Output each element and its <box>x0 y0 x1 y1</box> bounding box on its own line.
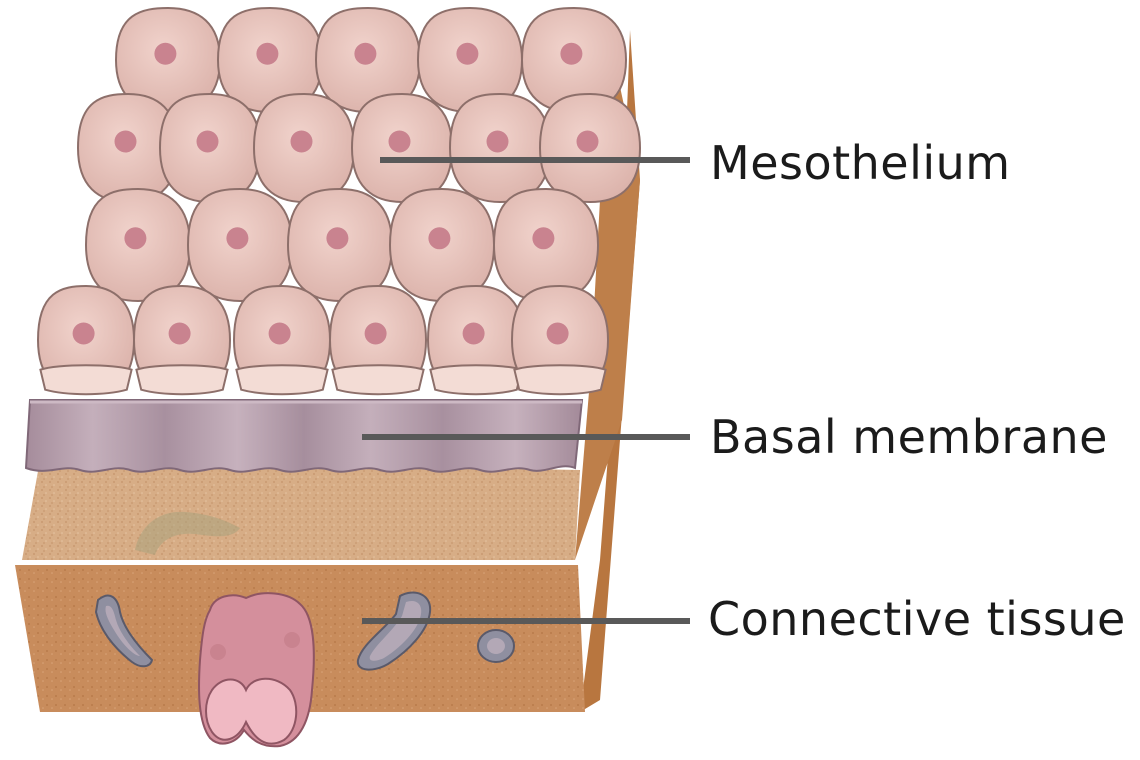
cell-nucleus <box>256 43 278 65</box>
cell-nucleus <box>73 323 95 345</box>
cell-nucleus <box>124 227 146 249</box>
mesothelial-cell <box>428 286 524 394</box>
cell-nucleus <box>456 43 478 65</box>
cell-nucleus <box>226 227 248 249</box>
mesothelial-cell <box>330 286 426 394</box>
mesothelial-cell <box>188 189 292 301</box>
mesothelial-cell <box>86 189 190 301</box>
lymphatic-duct <box>199 593 314 746</box>
cell-nucleus <box>389 131 411 153</box>
cell-nucleus <box>547 323 569 345</box>
cell-nucleus <box>560 43 582 65</box>
mesothelial-cell <box>254 94 354 202</box>
cell-nucleus <box>463 323 485 345</box>
label-mesothelium: Mesothelium <box>710 136 1011 190</box>
mesothelial-cell-layer <box>38 8 640 394</box>
cell-nucleus <box>428 227 450 249</box>
cell-nucleus <box>326 227 348 249</box>
cell-nucleus <box>115 131 137 153</box>
cell-nucleus <box>154 43 176 65</box>
mesothelial-cell <box>234 286 330 394</box>
cell-nucleus <box>269 323 291 345</box>
label-connective-tissue: Connective tissue <box>708 592 1126 646</box>
cell-nucleus <box>291 131 313 153</box>
mesothelial-cell <box>450 94 550 202</box>
mesothelial-cell <box>352 94 452 202</box>
mesothelial-cell <box>160 94 260 202</box>
cell-nucleus <box>577 131 599 153</box>
cell-nucleus <box>197 131 219 153</box>
mesothelial-cell <box>540 94 640 202</box>
label-basal-membrane: Basal membrane <box>710 410 1108 464</box>
cell-nucleus <box>169 323 191 345</box>
mesothelial-cell <box>494 189 598 301</box>
capillary <box>478 630 514 662</box>
mesothelial-cell <box>390 189 494 301</box>
mesothelial-cell <box>512 286 608 394</box>
connective-top-surface <box>22 460 580 560</box>
cell-nucleus <box>532 227 554 249</box>
mesothelial-cell <box>288 189 392 301</box>
cell-nucleus <box>354 43 376 65</box>
mesothelial-cell <box>38 286 134 394</box>
mesothelial-cell <box>134 286 230 394</box>
cell-nucleus <box>487 131 509 153</box>
cell-nucleus <box>365 323 387 345</box>
